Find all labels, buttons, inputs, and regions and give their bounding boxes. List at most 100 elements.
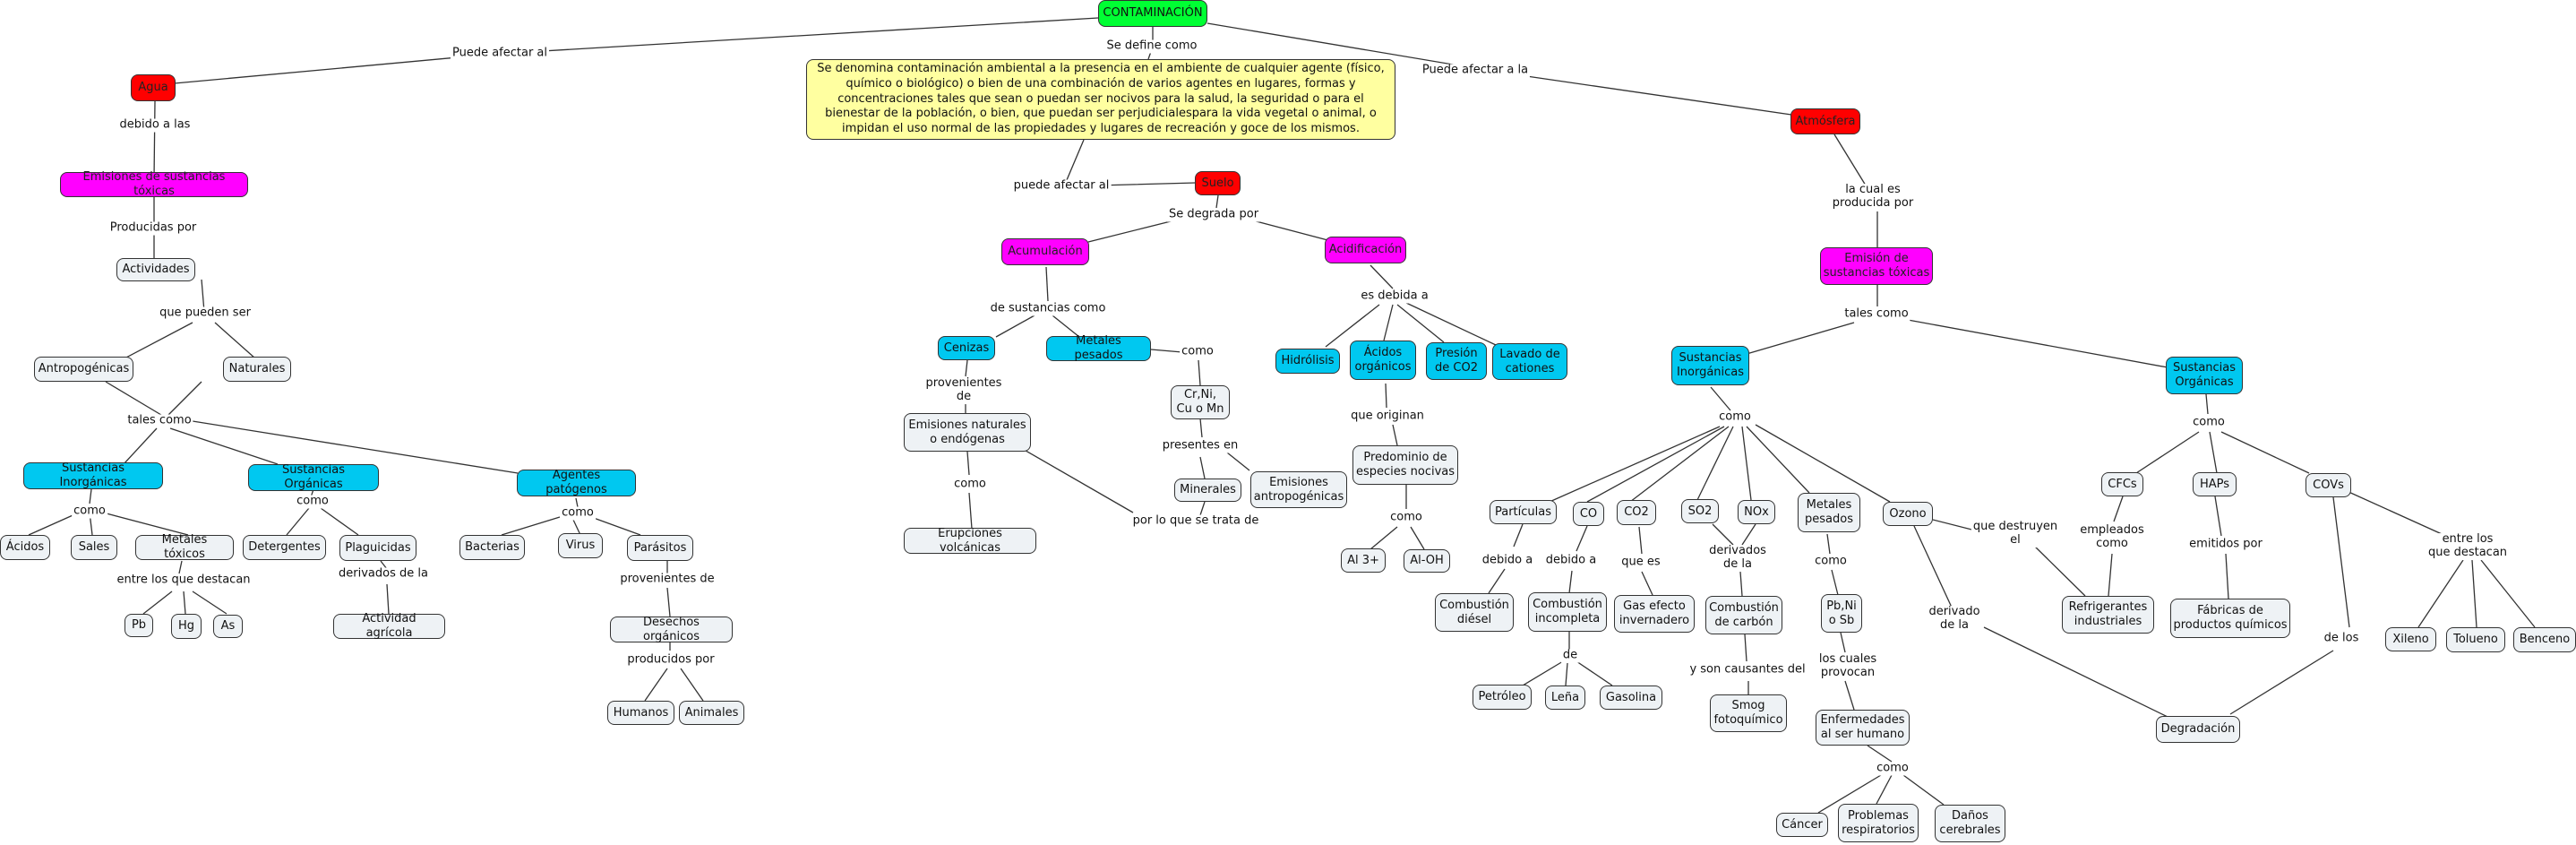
label-debido-a-las: debido a las [117,117,193,133]
node-metales-toxicos: Metales tóxicos [135,533,234,561]
label-provenientes-de-pat: provenientes de [618,572,717,587]
label-derivados-de-la: derivados de la [337,566,430,582]
edge-desus-met [1052,315,1080,338]
node-definicion: Se denomina contaminación ambiental a la… [806,59,1395,140]
node-suelo: Suelo [1195,171,1241,195]
label-presentes-en: presentes en [1160,438,1241,453]
edge-prod-animales [680,668,704,702]
node-respiratorios: Problemas respiratorios [1838,804,1919,842]
label-emitidos-por: emitidos por [2187,537,2264,552]
label-como-pred: como [1388,510,1424,525]
label-de-los: de los [2322,631,2361,646]
node-patogenos: Agentes patógenos [517,469,636,496]
node-actividades: Actividades [116,258,195,281]
edge-tipo-nat [214,322,256,359]
edge-acid-esdeb [1370,264,1394,289]
edge-pbni-prov [1840,632,1846,653]
node-pb-ni: Pb,Ni o Sb [1821,594,1862,633]
edge-deb-diesel [1488,568,1506,594]
edge-de-gas [1576,660,1613,686]
node-inorg-atm: Sustancias Inorgánicas [1671,346,1749,385]
edge-miner-porlo [1199,501,1206,516]
edge-prod-humanos [644,668,668,702]
edge-nat-tales [165,381,202,418]
node-atmosfera: Atmósfera [1790,108,1860,134]
label-producidos-por: producidos por [625,652,717,668]
node-org-agua: Sustancias Orgánicas [248,463,379,491]
edge-emis-porlo [1020,447,1134,513]
label-que-es: que es [1619,555,1662,570]
edge-acorg-orig [1385,383,1387,409]
node-incompleta: Combustión incompleta [1528,592,1607,632]
node-naturales: Naturales [223,357,291,382]
node-detergentes: Detergentes [243,535,326,560]
edge-pres-emisantrop [1226,452,1250,471]
edge-deriv-degr [1983,626,2168,718]
edge-entre-tol [2471,559,2477,628]
edge-degrada-acid [1249,219,1335,243]
node-virus: Virus [558,533,603,558]
label-por-lo-que-se-trata-de: por lo que se trata de [1130,513,1261,529]
edge-como-so2 [1696,426,1734,501]
label-producidas-por: Producidas por [107,220,199,236]
node-inorg-agua: Sustancias Inorgánicas [23,461,163,489]
edge-part-deb [1513,523,1524,548]
node-org-atm: Sustancias Orgánicas [2166,357,2243,394]
label-debido-a-co: debido a [1543,553,1599,568]
node-degradacion: Degradación [2156,716,2240,743]
edge-delos-degr [2229,650,2334,715]
edge-como-haps [2209,431,2218,474]
node-metales-pesados-suelo: Metales pesados [1046,334,1151,362]
edge-como-nox [1741,426,1752,501]
node-erupciones: Erupciones volcánicas [904,527,1036,555]
edge-como-plag [320,507,359,536]
node-as: As [213,615,243,638]
node-contaminacion: CONTAMINACIÓN [1098,0,1207,27]
node-antropogenicas: Antropogénicas [34,357,133,382]
edge-degrada-acum [1087,219,1179,243]
edge-co-deb [1576,525,1588,552]
edge-covs-delos [2332,496,2350,628]
edge-como-acidos [28,512,80,536]
edge-prov-enf [1844,680,1855,711]
edge-como-covs [2220,431,2310,474]
label-como-inorg: como [72,504,107,519]
label-como-pat: como [560,505,596,521]
label-como-enf: como [1875,761,1911,776]
edge-como-metatm [1746,426,1810,494]
edge-haps-emit [2214,496,2222,537]
edge-covs-entre [2346,490,2451,539]
edge-ozono-deriv [1913,525,1953,610]
label-puede-afectar-a-la: Puede afectar a la [1420,63,1531,78]
edge-metales-entre [178,560,183,574]
edge-como-cereb [1902,774,1945,806]
edge-agua-emisiones [153,100,156,180]
edge-como-bact [501,516,561,536]
node-hidrolisis: Hidrólisis [1275,349,1340,374]
edge-como-aloh [1410,526,1425,550]
edge-como-co2 [1629,426,1730,503]
node-sales: Sales [71,535,117,560]
node-lena: Leña [1545,685,1585,710]
edge-emis-como [966,451,970,476]
node-animales: Animales [679,701,744,725]
label-derivado-de-la: derivado de la [1927,605,1982,633]
node-smog: Smog fotoquímico [1710,694,1787,732]
label-como-emis: como [952,477,988,492]
node-plaguicidas: Plaguicidas [339,535,416,561]
label-derivados-de-la-so2: derivados de la [1707,544,1768,572]
node-cerebrales: Daños cerebrales [1935,805,2005,842]
edge-cfcs-empl [2113,496,2124,522]
node-emisiones-antrop: Emisiones antropogénicas [1250,471,1347,508]
node-emision-atm: Emisión de sustancias tóxicas [1820,247,1933,285]
edge-como-deterg [286,507,310,536]
node-pb: Pb [125,614,153,637]
edge-deb-incomp [1568,570,1573,594]
node-acidos-organicos: Ácidos orgánicos [1350,341,1416,380]
label-como-inorg-atm: como [1717,410,1753,425]
edge-como-virus [572,519,581,536]
node-emisiones-agua: Emisiones de sustancias tóxicas [60,170,248,198]
node-covs: COVs [2306,473,2351,497]
edge-nox-der [1741,523,1756,546]
edge-tales-org [169,427,279,465]
